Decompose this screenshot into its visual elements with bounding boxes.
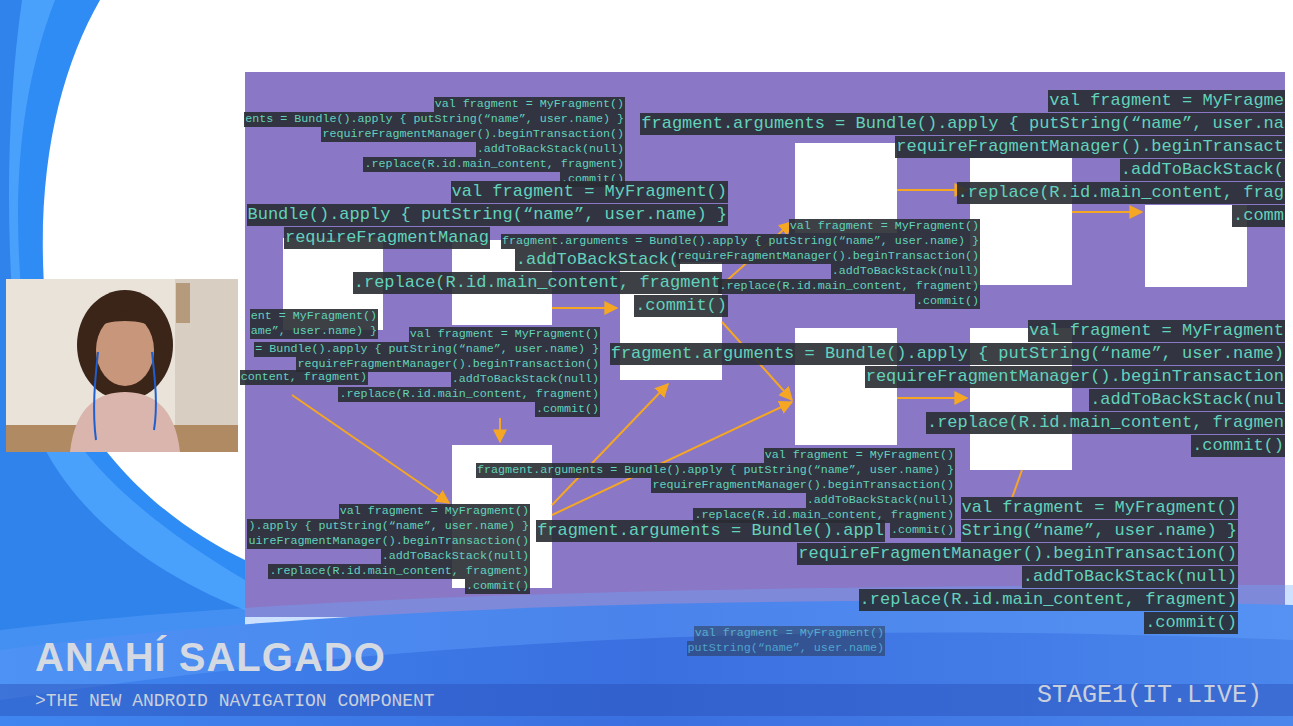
code-line: val fragment = MyFragment — [1028, 320, 1285, 342]
code-line: ents = Bundle().apply { putString(“name”… — [244, 112, 625, 127]
code-line: requireFragmentManager().beginTransact — [895, 136, 1285, 158]
code-line: content, fragment) — [240, 370, 368, 385]
code-line: val fragment = MyFragment() — [789, 219, 980, 234]
talk-title: >THE NEW ANDROID NAVIGATION COMPONENT — [35, 690, 435, 712]
code-line: .addToBackStack(null) — [831, 264, 980, 279]
code-line: .addToBackStack(null) — [806, 493, 955, 508]
code-line: fragment.arguments = Bundle().appl — [536, 520, 885, 542]
code-line: .replace(R.id.main_content, fragment) — [859, 589, 1238, 611]
code-line: val fragment = MyFragment() — [434, 97, 625, 112]
webcam-video — [6, 279, 238, 452]
code-line: .commit() — [915, 294, 980, 309]
code-line: requireFragmentManager().beginTransactio… — [676, 249, 980, 264]
code-line: .commit() — [1191, 435, 1285, 457]
code-line: .addToBackStack(null) — [451, 372, 600, 387]
code-line: val fragment = MyFragment() — [764, 448, 955, 463]
code-line: requireFragmentManager().beginTransactio… — [797, 543, 1238, 565]
code-line: Bundle().apply { putString(“name”, user.… — [247, 204, 728, 226]
code-line: requireFragmentManager().beginTransactio… — [651, 478, 955, 493]
code-line: fragment.arguments = Bundle().apply { pu… — [610, 343, 1285, 365]
code-line: = Bundle().apply { putString(“name”, use… — [254, 342, 600, 357]
code-line: .addToBackStack( — [1120, 159, 1285, 181]
code-line: .replace(R.id.main_content, fragment) — [338, 387, 600, 402]
code-line: .replace(R.id.main_content, fragment) — [363, 157, 625, 172]
code-line: requireFragmentManager().beginTransactio… — [296, 357, 600, 372]
code-line: .commit() — [634, 295, 728, 317]
code-line: ).apply { putString(“name”, user.name) } — [247, 519, 530, 534]
speaker-name: ANAHÍ SALGADO — [35, 634, 386, 680]
code-line: .commit() — [535, 402, 600, 417]
code-line: .replace(R.id.main_content, fragment — [353, 272, 722, 294]
code-line: val fragment = MyFragment() — [339, 504, 530, 519]
code-line: ent = MyFragment() — [250, 309, 378, 324]
code-line: putString(“name”, user.name) — [687, 641, 885, 656]
code-line: .addToBackStack(null) — [381, 549, 530, 564]
code-line: String(“name”, user.name) } — [961, 520, 1238, 542]
code-line: .commit() — [1144, 612, 1238, 634]
code-line: fragment.arguments = Bundle().apply { pu… — [476, 463, 955, 478]
code-line: .commit() — [890, 523, 955, 538]
code-line: .addToBackStack(nul — [1089, 389, 1285, 411]
code-line: .replace(R.id.main_content, frag — [957, 182, 1285, 204]
code-line: requireFragmentManag — [284, 227, 490, 249]
code-line: val fragment = MyFragment() — [409, 327, 600, 342]
code-line: val fragment = MyFragment() — [451, 181, 728, 203]
code-line: fragment.arguments = Bundle().apply { pu… — [640, 113, 1285, 135]
code-line: .addToBackStack(null) — [1022, 566, 1238, 588]
code-line: .addToBackStack( — [515, 249, 680, 271]
code-line: requireFragmentManager().beginTransactio… — [321, 127, 625, 142]
code-line: val fragment = MyFragme — [1048, 90, 1285, 112]
code-line: .comm — [1232, 205, 1285, 227]
code-line: requireFragmentManager().beginTransactio… — [865, 366, 1285, 388]
code-line: .replace(R.id.main_content, fragmen — [926, 412, 1285, 434]
code-line: .commit() — [465, 579, 530, 594]
code-line: .replace(R.id.main_content, fragment) — [718, 279, 980, 294]
code-line: val fragment = MyFragment() — [694, 626, 885, 641]
code-line: .replace(R.id.main_content, fragment) — [268, 564, 530, 579]
code-line: val fragment = MyFragment() — [961, 497, 1238, 519]
stage-name: STAGE1(IT.LIVE) — [1037, 681, 1262, 711]
code-line: uireFragmentManager().beginTransaction() — [247, 534, 530, 549]
code-line: ame”, user.name) } — [250, 324, 378, 339]
code-line: fragment.arguments = Bundle().apply { pu… — [501, 234, 980, 249]
code-line: .addToBackStack(null) — [476, 142, 625, 157]
